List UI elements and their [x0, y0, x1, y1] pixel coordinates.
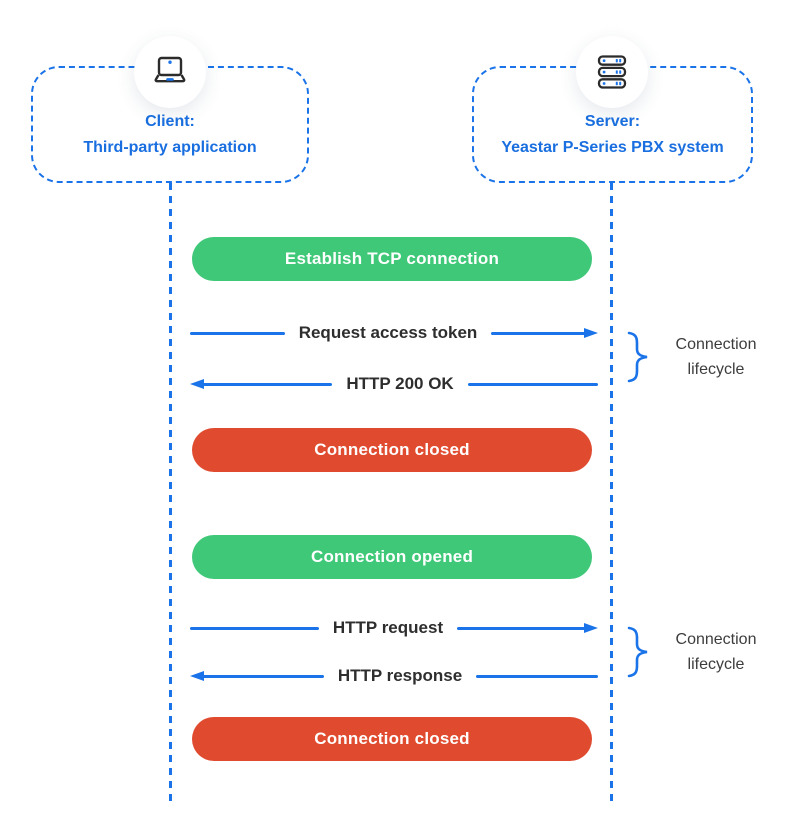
client-name-label: Third-party application	[83, 139, 257, 156]
arrow-line	[457, 626, 586, 630]
message-request-access-token: Request access token	[190, 321, 598, 345]
arrowhead-right-icon	[584, 623, 598, 633]
message-http-response: HTTP response	[190, 664, 599, 688]
status-pill-connection-closed-1: Connection closed	[192, 428, 592, 472]
status-pill-label: Connection closed	[314, 440, 470, 459]
arrow-line	[491, 331, 586, 335]
server-role-label: Server:	[584, 113, 641, 130]
laptop-icon	[148, 50, 192, 94]
annotation-line: Connection	[675, 336, 757, 353]
arrowhead-left-icon	[190, 671, 204, 681]
message-http-request: HTTP request	[190, 616, 598, 640]
server-icon	[590, 50, 634, 94]
curly-brace-icon	[626, 626, 652, 678]
annotation-line: lifecycle	[687, 361, 745, 378]
status-pill-establish-tcp: Establish TCP connection	[192, 237, 592, 281]
arrow-line	[202, 382, 333, 386]
status-pill-label: Connection opened	[310, 547, 474, 566]
status-pill-connection-opened: Connection opened	[192, 535, 592, 579]
server-lifeline	[610, 183, 613, 803]
annotation-line: Connection	[675, 631, 757, 648]
arrowhead-right-icon	[584, 328, 598, 338]
server-icon-circle	[576, 36, 648, 108]
client-icon-circle	[134, 36, 206, 108]
annotation-connection-lifecycle-1: Connection lifecycle	[650, 331, 782, 383]
annotation-line: lifecycle	[687, 656, 745, 673]
client-role-label: Client:	[145, 113, 195, 130]
arrow-line	[476, 674, 599, 678]
arrow-line	[202, 674, 324, 678]
status-pill-label: Establish TCP connection	[284, 249, 500, 268]
arrowhead-left-icon	[190, 379, 204, 389]
message-label: HTTP request	[332, 618, 444, 637]
status-pill-label: Connection closed	[314, 729, 470, 748]
message-label: HTTP 200 OK	[346, 374, 454, 393]
message-label: HTTP response	[337, 666, 463, 685]
arrow-line	[467, 382, 599, 386]
curly-brace-icon	[626, 331, 652, 383]
server-name-label: Yeastar P-Series PBX system	[501, 139, 724, 156]
message-http-200-ok: HTTP 200 OK	[190, 372, 599, 396]
message-label: Request access token	[298, 323, 478, 342]
status-pill-connection-closed-2: Connection closed	[192, 717, 592, 761]
arrow-line	[190, 331, 285, 335]
arrow-line	[190, 626, 319, 630]
annotation-connection-lifecycle-2: Connection lifecycle	[650, 626, 782, 678]
client-lifeline	[169, 183, 172, 803]
